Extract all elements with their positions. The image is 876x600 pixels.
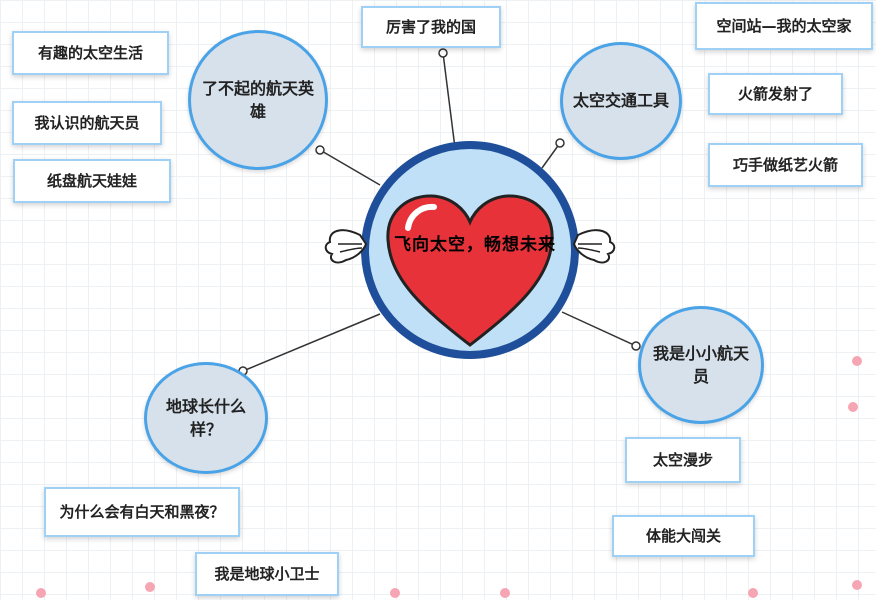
item-know-astronauts[interactable]: 我认识的航天员 [12, 101, 162, 145]
item-day-night[interactable]: 为什么会有白天和黑夜？ [44, 487, 240, 537]
peach-decoration-icon [390, 588, 400, 598]
peach-decoration-icon [852, 356, 862, 366]
peach-decoration-icon [500, 588, 510, 598]
peach-decoration-icon [848, 402, 858, 412]
item-fitness[interactable]: 体能大闯关 [612, 515, 755, 557]
link-dot-great-country [438, 48, 448, 58]
heart-icon [386, 194, 554, 347]
branch-earth[interactable]: 地球长什么样？ [144, 362, 268, 474]
item-fun-life[interactable]: 有趣的太空生活 [12, 31, 169, 75]
link-dot-transport [555, 138, 565, 148]
center-graphic [324, 141, 616, 359]
link-dot-heroes [315, 145, 325, 155]
branch-transport[interactable]: 太空交通工具 [560, 42, 682, 160]
heart-highlight-icon [405, 203, 437, 231]
peach-decoration-icon [145, 582, 155, 592]
link-dot-astronaut [631, 341, 641, 351]
link-transport [541, 142, 561, 169]
peach-decoration-icon [852, 580, 862, 590]
peach-decoration-icon [36, 588, 46, 598]
item-space-station[interactable]: 空间站—我的太空家 [695, 2, 873, 50]
right-wing-icon [572, 229, 616, 264]
peach-decoration-icon [748, 588, 758, 598]
item-paper-rocket[interactable]: 巧手做纸艺火箭 [708, 143, 863, 187]
left-wing-icon [324, 229, 368, 264]
link-heroes [319, 149, 381, 186]
link-great-country [442, 52, 456, 149]
item-great-country[interactable]: 厉害了我的国 [361, 6, 501, 48]
branch-astronaut[interactable]: 我是小小航天员 [638, 306, 764, 424]
item-rocket-launch[interactable]: 火箭发射了 [708, 73, 843, 115]
center-title: 飞向太空，畅想未来 [394, 235, 556, 255]
item-earth-guard[interactable]: 我是地球小卫士 [195, 552, 339, 596]
item-paper-doll[interactable]: 纸盘航天娃娃 [13, 159, 171, 203]
link-astronaut [561, 311, 637, 347]
branch-heroes[interactable]: 了不起的航天英雄 [188, 30, 328, 170]
link-earth [242, 313, 381, 372]
item-spacewalk[interactable]: 太空漫步 [625, 437, 741, 483]
